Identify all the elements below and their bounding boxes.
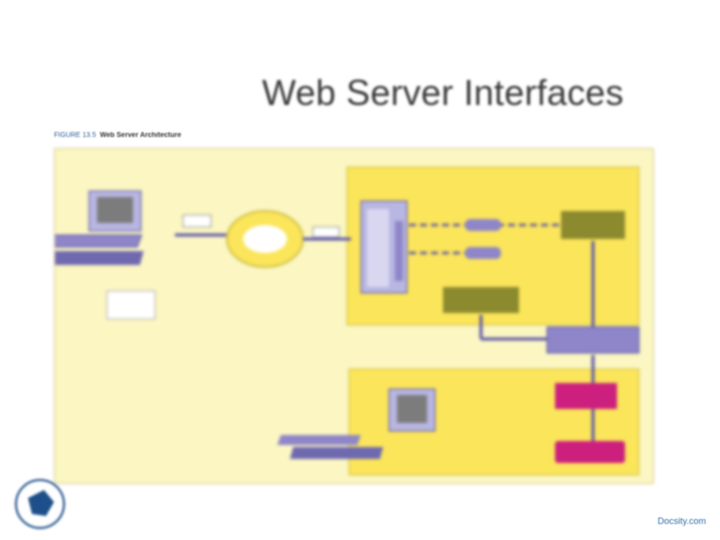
figure-caption: FIGURE 13.5 Web Server Architecture — [54, 132, 181, 139]
figure-label: FIGURE 13.5 — [54, 132, 97, 139]
internet-cloud — [226, 210, 304, 268]
server-config-box — [443, 287, 519, 313]
slide-title: Web Server Interfaces — [262, 72, 624, 113]
server-request-tag — [312, 226, 340, 238]
footer-source: Docsity.com — [657, 516, 706, 526]
diagram-canvas — [43, 166, 640, 476]
admin-workstation — [277, 388, 436, 459]
server-module-bottom — [465, 247, 501, 259]
client-manual — [106, 290, 156, 320]
server-module-top — [465, 219, 501, 231]
server-app-box — [561, 211, 625, 239]
client-request-tag — [182, 214, 212, 228]
middleware-box — [546, 326, 640, 354]
database-box-top — [555, 383, 617, 409]
university-logo-icon — [15, 479, 65, 529]
web-server-tower — [360, 200, 408, 294]
client-workstation — [43, 190, 144, 265]
database-box-bottom — [555, 441, 625, 463]
figure-caption-text: Web Server Architecture — [99, 132, 182, 139]
architecture-diagram — [43, 148, 654, 484]
